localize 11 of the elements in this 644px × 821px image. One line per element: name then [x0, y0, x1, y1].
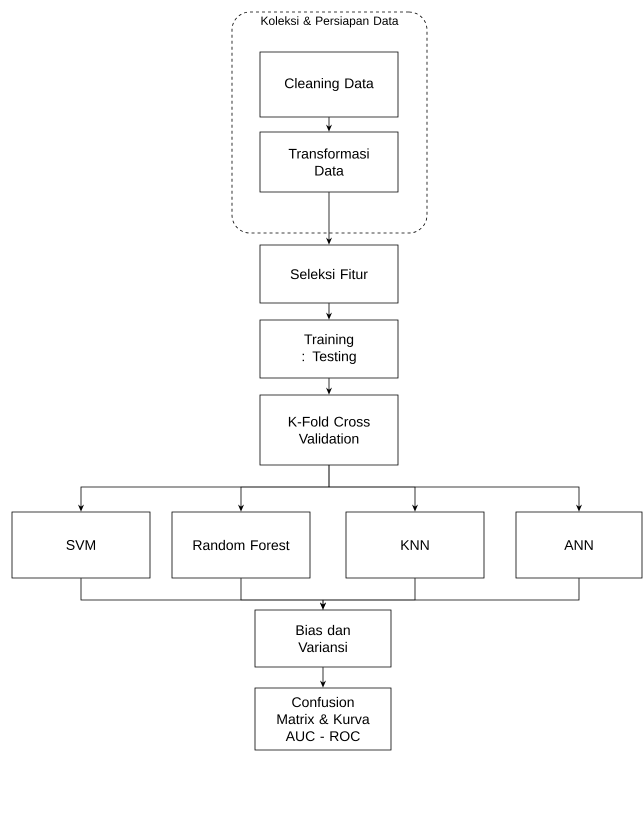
process-box: KNN	[346, 512, 484, 578]
process-box: K-Fold Cross Validation	[260, 394, 398, 466]
process-box: Random Forest	[172, 512, 310, 578]
process-box: SVM	[12, 512, 150, 578]
process-box: Training : Testing	[260, 320, 398, 378]
process-box: Seleksi Fitur	[260, 244, 398, 304]
process-box: ANN	[516, 512, 642, 578]
process-box: Confusion Matrix & Kurva AUC - ROC	[254, 688, 392, 750]
process-box: Cleaning Data	[260, 52, 398, 118]
process-box: Transformasi Data	[260, 132, 398, 192]
process-box: Bias dan Variansi	[254, 610, 392, 668]
